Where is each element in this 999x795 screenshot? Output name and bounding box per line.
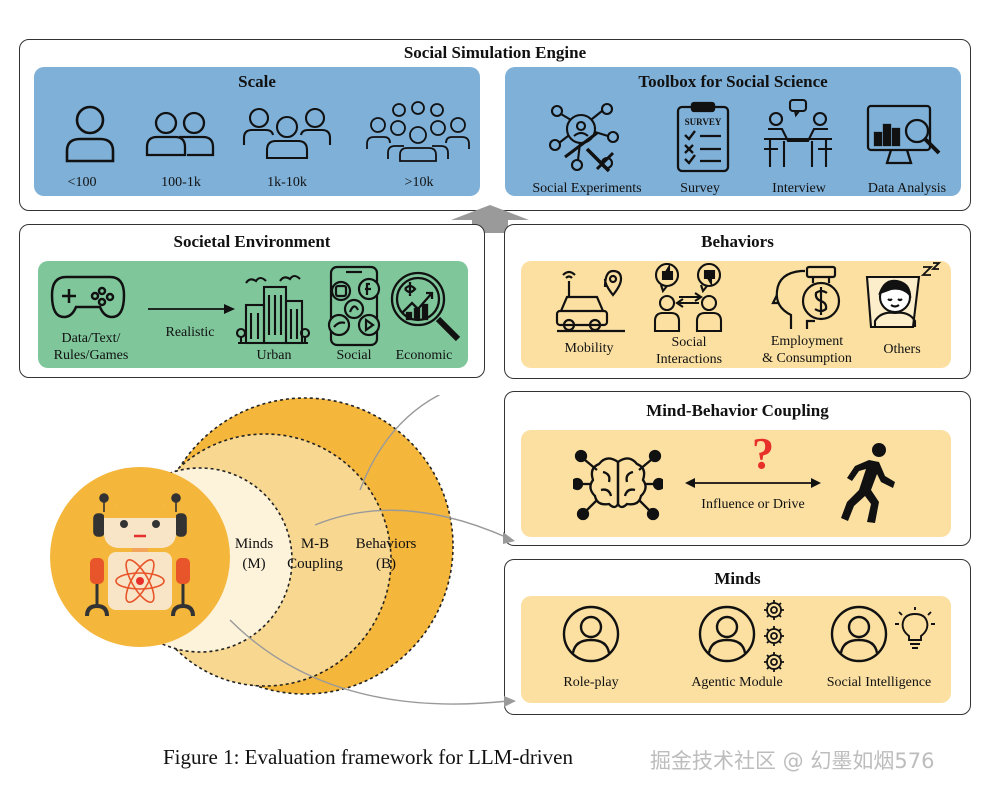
- environment-title: Societal Environment: [173, 232, 331, 251]
- single-person-icon: [65, 105, 115, 163]
- minds-title: Minds: [714, 569, 761, 588]
- agentic-module-avatar-icon: [698, 605, 756, 663]
- behaviors-label-employment-line2: & Consumption: [762, 351, 852, 366]
- social-simulation-engine-panel: Social Simulation Engine Scale: [19, 39, 971, 211]
- behaviors-label-social-line2: Interactions: [655, 352, 723, 367]
- employment-head-icon: [771, 265, 841, 329]
- coupling-title: Mind-Behavior Coupling: [646, 401, 829, 420]
- social-interactions-icon: [653, 263, 723, 333]
- survey-icon-text: SURVEY: [685, 117, 722, 127]
- data-analysis-icon: [866, 104, 941, 165]
- venn-coupling-line2: Coupling: [287, 556, 343, 572]
- running-person-icon: [841, 443, 895, 523]
- behaviors-box: Mobility Social Interactions: [521, 261, 951, 368]
- environment-label-social: Social: [336, 348, 372, 363]
- scale-label-lt100: <100: [67, 175, 97, 190]
- lightbulb-icon: [895, 607, 935, 649]
- environment-source-line1: Data/Text/: [61, 331, 121, 346]
- toolbox-label-social-experiments: Social Experiments: [532, 181, 642, 196]
- coupling-box: ? Influence or Drive: [521, 430, 951, 537]
- role-play-avatar-icon: [562, 605, 620, 663]
- toolbox-label-data-analysis: Data Analysis: [867, 181, 947, 196]
- minds-label-role-play: Role-play: [563, 675, 619, 690]
- environment-box: Data/Text/ Rules/Games Realistic Urban: [38, 261, 468, 368]
- venn-minds-line1: Minds: [234, 536, 274, 552]
- behaviors-panel: Behaviors Mobility: [504, 224, 971, 379]
- influence-arrow: [685, 478, 821, 488]
- question-mark: ?: [752, 429, 774, 478]
- minds-panel: Minds Role-play: [504, 559, 971, 715]
- gamepad-icon: [50, 275, 126, 319]
- scale-label-1k-10k: 1k-10k: [267, 175, 307, 190]
- toolbox-box: Toolbox for Social Science: [505, 67, 961, 196]
- environment-label-urban: Urban: [256, 348, 292, 363]
- venn-behaviors-line2: (B): [376, 556, 396, 572]
- environment-source-line2: Rules/Games: [53, 348, 129, 363]
- minds-label-agentic-module: Agentic Module: [691, 675, 783, 690]
- brain-network-icon: [573, 449, 663, 521]
- scale-box: Scale: [34, 67, 480, 196]
- robot-icon: [85, 493, 195, 617]
- behaviors-label-employment-line1: Employment: [770, 334, 844, 349]
- venn-behaviors-line1: Behaviors: [355, 536, 417, 552]
- behaviors-label-social-line1: Social: [671, 335, 707, 350]
- behaviors-label-mobility: Mobility: [564, 341, 614, 356]
- venn-coupling-line1: M-B: [300, 536, 330, 552]
- behaviors-label-others: Others: [883, 342, 921, 357]
- social-intelligence-avatar-icon: [830, 605, 888, 663]
- interview-icon: [764, 98, 832, 167]
- two-people-icon: [145, 111, 215, 157]
- social-media-phone-icon: [327, 265, 381, 347]
- up-arrow: [451, 205, 529, 233]
- coupling-panel: Mind-Behavior Coupling ? Influence or Dr…: [504, 391, 971, 546]
- realistic-arrow: [148, 304, 235, 314]
- urban-buildings-icon: [236, 274, 310, 345]
- economic-magnifier-icon: [390, 271, 461, 342]
- realistic-label: Realistic: [165, 325, 215, 340]
- scale-label-gt10k: >10k: [404, 175, 434, 190]
- minds-label-social-intelligence: Social Intelligence: [826, 675, 932, 690]
- toolbox-title: Toolbox for Social Science: [638, 72, 828, 91]
- minds-box: Role-play Agentic Module: [521, 596, 951, 703]
- mobility-car-icon: [555, 269, 625, 333]
- behaviors-title: Behaviors: [701, 232, 774, 251]
- toolbox-label-interview: Interview: [772, 181, 826, 196]
- survey-clipboard-icon: SURVEY: [676, 101, 730, 173]
- group-people-icon: [242, 107, 332, 160]
- gears-icon: [764, 600, 784, 672]
- figure-caption: Figure 1: Evaluation framework for LLM-d…: [163, 745, 573, 769]
- influence-label: Influence or Drive: [701, 497, 805, 512]
- engine-title: Social Simulation Engine: [403, 43, 587, 62]
- sleeping-person-icon: [865, 262, 942, 329]
- scale-title: Scale: [238, 72, 276, 91]
- environment-label-economic: Economic: [395, 348, 453, 363]
- social-experiment-network-icon: [548, 102, 620, 173]
- toolbox-label-survey: Survey: [680, 181, 720, 196]
- societal-environment-panel: Societal Environment Data/Text/ Rules/Ga…: [19, 224, 485, 378]
- watermark: 掘金技术社区 @ 幻墨如烟576: [650, 749, 935, 773]
- crowd-icon: [366, 101, 470, 162]
- venn-minds-line2: (M): [242, 556, 266, 572]
- scale-label-100-1k: 100-1k: [161, 175, 201, 190]
